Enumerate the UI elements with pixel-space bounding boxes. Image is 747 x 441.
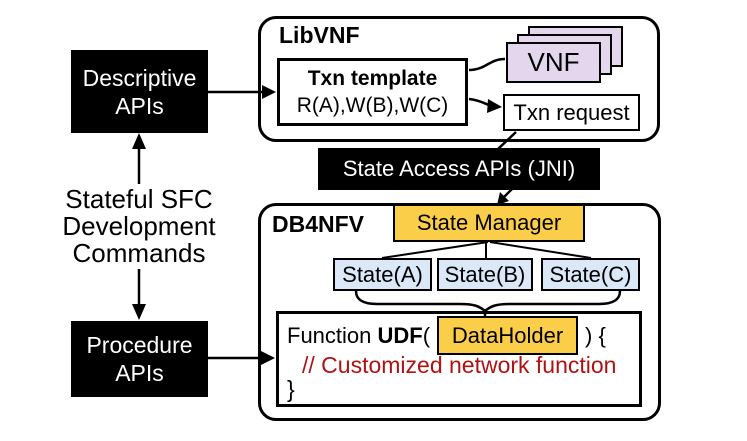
commands-label: Stateful SFC Development Commands: [29, 186, 249, 267]
udf-box: Function UDF( DataHolder ) { // Customiz…: [276, 311, 642, 407]
descriptive-apis-box: Descriptive APIs: [71, 50, 208, 133]
vnf-card-front: VNF: [506, 42, 601, 83]
state-a-label: State(A): [342, 261, 423, 287]
db4nfv-title: DB4NFV: [272, 211, 365, 237]
commands-line3: Commands: [72, 238, 206, 268]
udf-keyword: Function: [287, 322, 378, 348]
udf-closing-brace: }: [287, 376, 295, 402]
txn-request-box: Txn request: [503, 94, 640, 131]
procedure-apis-box: Procedure APIs: [71, 321, 208, 397]
udf-open-paren: (: [422, 322, 431, 348]
commands-line1: Stateful SFC: [65, 184, 213, 214]
txn-request-label: Txn request: [513, 99, 630, 125]
state-b-label: State(B): [444, 261, 526, 287]
state-c-label: State(C): [549, 261, 632, 287]
state-manager-label: State Manager: [416, 210, 562, 235]
vnf-label: VNF: [527, 47, 580, 77]
descriptive-apis-line2: APIs: [115, 92, 164, 119]
state-manager-box: State Manager: [393, 204, 585, 242]
udf-signature: Function UDF( DataHolder ) {: [287, 316, 606, 355]
udf-close-paren: ) {: [585, 322, 606, 348]
state-b-box: State(B): [437, 258, 533, 291]
udf-name: UDF: [377, 322, 423, 348]
arrow-bar-to-manager-line: [501, 188, 513, 200]
state-c-box: State(C): [541, 258, 640, 291]
state-access-apis-bar: State Access APIs (JNI): [318, 148, 600, 190]
procedure-apis-line1: Procedure: [86, 332, 193, 358]
txn-template-title: Txn template: [307, 67, 438, 90]
commands-line2: Development: [62, 211, 216, 241]
state-access-apis-label: State Access APIs (JNI): [342, 156, 576, 181]
arrow-commands-to-procedure-head: [132, 304, 146, 320]
txn-template-ops: R(A),W(B),W(C): [296, 94, 449, 117]
procedure-apis-line2: APIs: [115, 360, 164, 386]
descriptive-apis-line1: Descriptive: [82, 64, 197, 91]
dataholder-label: DataHolder: [451, 322, 564, 348]
txn-template-box: Txn template R(A),W(B),W(C): [277, 58, 468, 126]
state-a-box: State(A): [333, 258, 432, 291]
dataholder-box: DataHolder: [437, 316, 579, 355]
udf-comment: // Customized network function: [302, 352, 617, 378]
libvnf-title: LibVNF: [279, 22, 360, 48]
arrow-commands-to-descriptive-head: [132, 133, 146, 149]
